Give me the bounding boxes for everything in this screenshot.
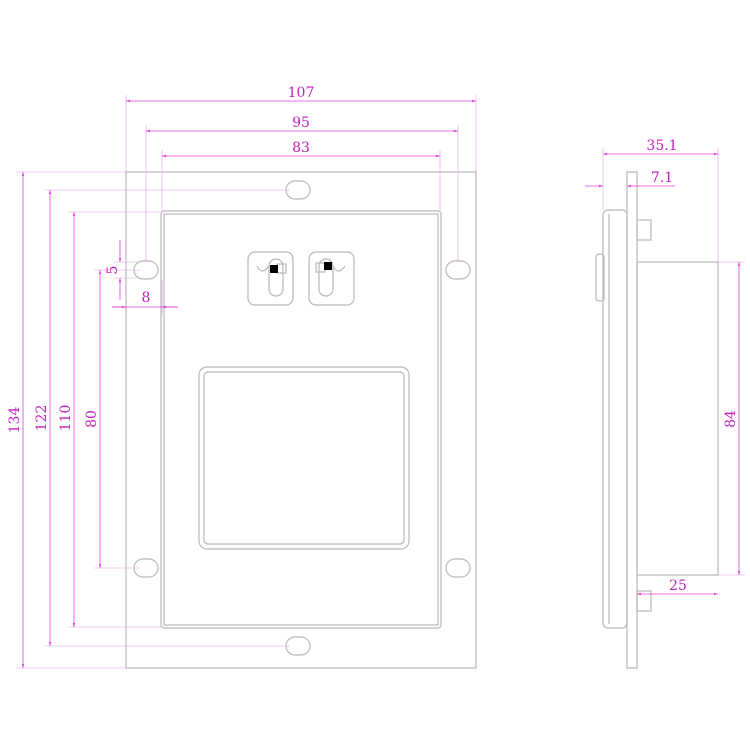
front-plate — [125, 171, 477, 669]
dimension-8: 8 — [112, 280, 178, 315]
side-plate — [626, 171, 638, 669]
mounting-hole-right-top — [445, 260, 471, 280]
dimension-134: 134 — [7, 171, 126, 669]
side-view: 35.1 7.1 84 25 — [585, 138, 745, 669]
right-mouse-button — [308, 251, 355, 306]
dimension-25: 25 — [637, 578, 718, 596]
dimension-110: 110 — [58, 211, 162, 628]
dimension-7-1: 7.1 — [585, 170, 675, 188]
button-protrusion — [595, 253, 605, 302]
dimension-label: 8 — [142, 290, 151, 306]
dimension-83: 83 — [161, 140, 441, 211]
dimension-label: 84 — [723, 410, 739, 428]
dimension-label: 107 — [288, 85, 315, 101]
dimension-5: 5 — [105, 240, 140, 300]
dimension-95: 95 — [145, 115, 459, 261]
front-bezel — [602, 209, 628, 629]
inner-frame-outer — [160, 210, 442, 629]
dimension-122: 122 — [34, 189, 290, 647]
dimension-label: 35.1 — [646, 138, 677, 154]
dimension-label: 134 — [7, 407, 23, 434]
dimension-label: 83 — [292, 140, 310, 156]
mounting-hole-right-bottom — [445, 558, 471, 578]
front-view: 107 95 83 134 122 110 — [7, 85, 477, 669]
dimension-label: 95 — [292, 115, 310, 131]
dimension-label: 122 — [34, 405, 50, 432]
dimension-84: 84 — [718, 261, 745, 576]
dimension-80: 80 — [84, 269, 140, 569]
left-mouse-button — [247, 251, 294, 306]
dimension-label: 80 — [84, 410, 100, 428]
screw-top — [636, 219, 652, 241]
screw-bottom — [636, 590, 652, 612]
dimension-label: 110 — [58, 405, 74, 432]
dimension-35-1: 35.1 — [602, 138, 719, 262]
inner-frame-inner — [163, 213, 439, 626]
dimension-107: 107 — [125, 85, 477, 172]
rear-body — [636, 261, 719, 576]
dimension-label: 25 — [669, 578, 687, 594]
dimension-label: 7.1 — [651, 170, 673, 186]
touchpad — [198, 366, 410, 550]
dimension-label: 5 — [105, 266, 121, 275]
